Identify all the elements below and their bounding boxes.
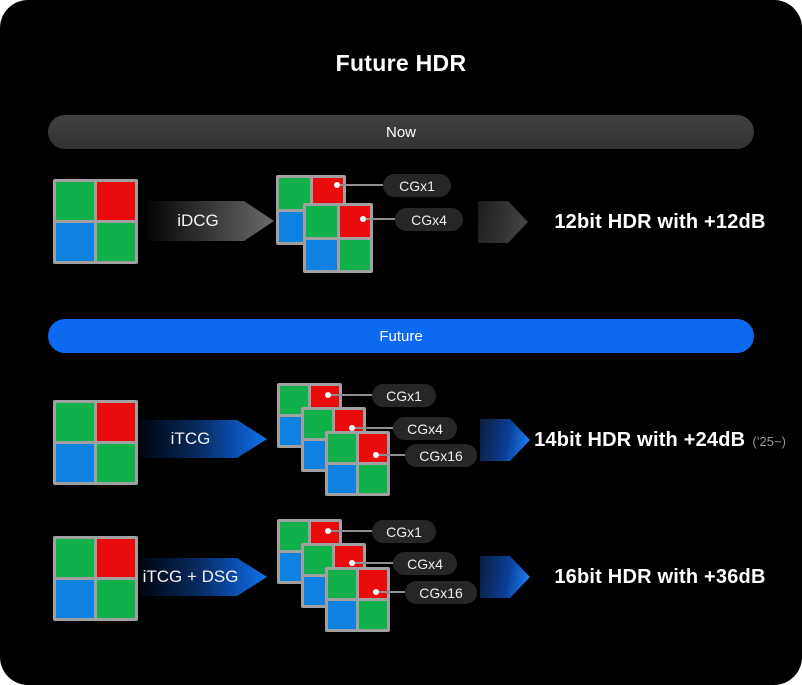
result-arrow-icon: [480, 419, 530, 461]
process-label: iTCG + DSG: [142, 567, 239, 586]
gain-label: CGx1: [386, 523, 422, 540]
callout-dot-icon: [373, 452, 379, 458]
bayer-cell: [328, 570, 356, 598]
bayer-cell: [97, 539, 135, 577]
gain-label: CGx16: [419, 447, 463, 464]
bayer-cell: [328, 601, 356, 629]
bayer-cell: [328, 434, 356, 462]
process-arrow-itcg-dsg-icon: iTCG + DSG: [140, 558, 267, 596]
bayer-pattern: [325, 567, 390, 632]
callout-line: [331, 394, 372, 396]
callout-dot-icon: [349, 425, 355, 431]
result-main: 16bit HDR with +36dB: [554, 565, 766, 588]
gain-label: CGx1: [399, 177, 435, 194]
gain-badge: CGx4: [393, 552, 457, 575]
callout-line: [340, 184, 383, 186]
callout-dot-icon: [360, 216, 366, 222]
bayer-cell: [339, 206, 370, 237]
bayer-cell: [359, 601, 387, 629]
callout-line: [331, 530, 372, 532]
bayer-cell: [359, 434, 387, 462]
page-title: Future HDR: [335, 50, 467, 76]
gain-label: CGx4: [411, 211, 447, 228]
callout-dot-icon: [373, 589, 379, 595]
bayer-cell: [359, 465, 387, 493]
process-label: iDCG: [177, 211, 219, 230]
bayer-cell: [56, 580, 94, 618]
result-text: 12bit HDR with +12dB: [525, 200, 795, 244]
callout-line: [379, 591, 405, 593]
bayer-cell: [97, 223, 135, 261]
bayer-pattern: [53, 536, 138, 621]
callout-line: [355, 562, 393, 564]
process-arrow-itcg-icon: iTCG: [140, 420, 267, 458]
result-arrow-icon: [480, 556, 530, 598]
gain-label: CGx4: [407, 555, 443, 572]
gain-label: CGx1: [386, 387, 422, 404]
banner-future-label: Future: [379, 327, 423, 345]
bayer-cell: [56, 182, 94, 220]
process-arrow-idcg-icon: iDCG: [148, 201, 274, 241]
bayer-cell: [97, 444, 135, 482]
banner-now: Now: [48, 115, 754, 149]
result-note: (’25~): [752, 433, 786, 449]
bayer-pattern: [53, 179, 138, 264]
bayer-cell: [56, 223, 94, 261]
bayer-cell: [97, 182, 135, 220]
banner-now-label: Now: [385, 123, 416, 141]
bayer-cell: [306, 239, 337, 270]
gain-label: CGx4: [407, 420, 443, 437]
callout-line: [355, 427, 393, 429]
bayer-cell: [56, 539, 94, 577]
gain-badge: CGx4: [395, 208, 463, 231]
callout-dot-icon: [334, 182, 340, 188]
result-main: 14bit HDR with +24dB: [534, 428, 746, 451]
bayer-pattern: [325, 431, 390, 496]
process-label: iTCG: [170, 429, 211, 448]
gain-badge: CGx16: [405, 581, 477, 604]
result-main: 12bit HDR with +12dB: [554, 210, 766, 233]
bayer-cell: [97, 580, 135, 618]
gain-badge: CGx16: [405, 444, 477, 467]
gain-badge: CGx1: [383, 174, 451, 197]
bayer-cell: [339, 239, 370, 270]
bayer-cell: [56, 403, 94, 441]
result-text: 14bit HDR with +24dB (’25~): [525, 418, 795, 462]
gain-badge: CGx4: [393, 417, 457, 440]
callout-dot-icon: [349, 560, 355, 566]
banner-future: Future: [48, 319, 754, 353]
bayer-cell: [97, 403, 135, 441]
callout-line: [379, 454, 405, 456]
gain-badge: CGx1: [372, 384, 436, 407]
gain-badge: CGx1: [372, 520, 436, 543]
callout-line: [366, 218, 395, 220]
result-text: 16bit HDR with +36dB: [525, 555, 795, 599]
bayer-cell: [328, 465, 356, 493]
callout-dot-icon: [325, 392, 331, 398]
callout-dot-icon: [325, 528, 331, 534]
bayer-pattern: [303, 203, 373, 273]
result-arrow-icon: [478, 201, 528, 243]
bayer-cell: [306, 206, 337, 237]
bayer-pattern: [53, 400, 138, 485]
bayer-cell: [56, 444, 94, 482]
gain-label: CGx16: [419, 584, 463, 601]
